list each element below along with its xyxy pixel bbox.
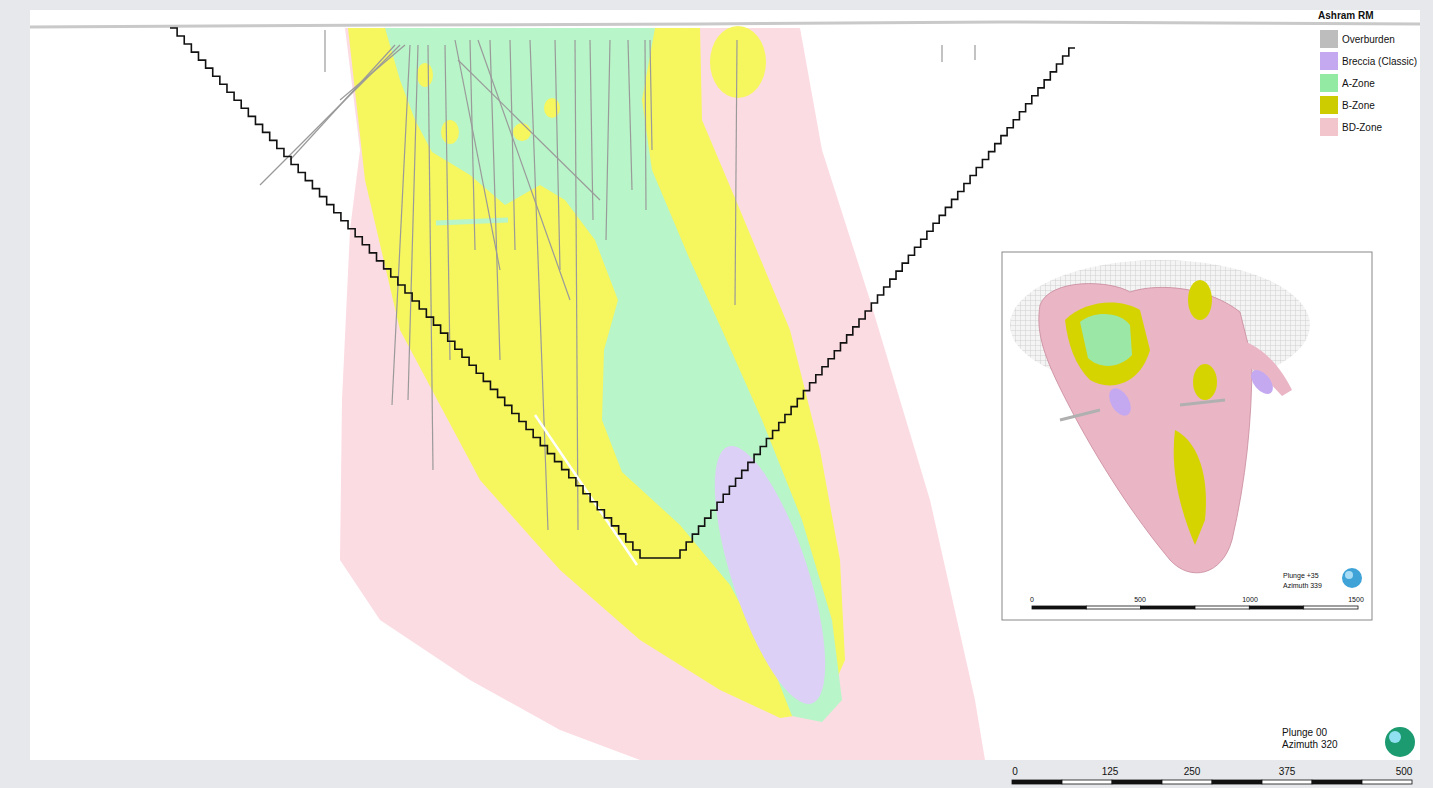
scale-segment <box>1062 780 1112 784</box>
b-zone <box>417 63 433 87</box>
view-azimuth: Azimuth 320 <box>1282 739 1338 750</box>
b-zone <box>544 98 560 118</box>
legend-swatch <box>1320 74 1338 92</box>
view-plunge: Plunge 00 <box>1282 727 1327 738</box>
scale-number: 0 <box>1012 766 1018 777</box>
drill-hole <box>535 415 637 565</box>
scale-segment <box>1012 780 1062 784</box>
scale-segment <box>1249 606 1303 609</box>
scale-segment <box>1304 606 1358 609</box>
scale-segment <box>1032 606 1086 609</box>
b-zone <box>513 123 531 141</box>
scale-number: 1000 <box>1242 596 1258 604</box>
view-plunge: Plunge +35 <box>1283 572 1319 580</box>
scale-segment <box>1141 606 1195 609</box>
legend-swatch <box>1320 96 1338 114</box>
scale-segment <box>1262 780 1312 784</box>
legend-swatch <box>1320 52 1338 70</box>
scale-segment <box>1212 780 1262 784</box>
view-azimuth: Azimuth 339 <box>1283 582 1322 590</box>
scale-segment <box>1362 780 1412 784</box>
breccia <box>692 435 848 715</box>
b-zone <box>710 26 766 98</box>
scale-number: 500 <box>1396 766 1413 777</box>
legend-text: A-Zone <box>1342 78 1375 89</box>
scale-number: 1500 <box>1348 596 1364 604</box>
scale-number: 500 <box>1134 596 1146 604</box>
a-zone <box>436 220 508 223</box>
scale-number: 375 <box>1279 766 1296 777</box>
scale-number: 125 <box>1102 766 1119 777</box>
legend-text: Overburden <box>1342 34 1395 45</box>
scale-segment <box>1162 780 1212 784</box>
scale-segment <box>1086 606 1140 609</box>
scale-number: 0 <box>1030 596 1034 604</box>
orientation-globe <box>1385 727 1415 757</box>
legend-swatch <box>1320 30 1338 48</box>
legend-text: Breccia (Classic) <box>1342 56 1417 67</box>
pit-shell <box>170 28 1075 558</box>
scale-number: 250 <box>1184 766 1201 777</box>
legend-swatch <box>1320 118 1338 136</box>
legend-text: BD-Zone <box>1342 122 1382 133</box>
ground-surface <box>30 22 1420 27</box>
legend-title: Ashram RM <box>1318 10 1374 21</box>
scale-segment <box>1112 780 1162 784</box>
scale-bar <box>1012 780 1412 784</box>
legend-text: B-Zone <box>1342 100 1375 111</box>
b-zone <box>441 120 459 144</box>
scale-segment <box>1312 780 1362 784</box>
bd-zone <box>340 28 985 760</box>
orientation-globe <box>1389 731 1401 743</box>
panel <box>30 10 1420 760</box>
drill-holes <box>260 30 975 530</box>
scale-segment <box>1195 606 1249 609</box>
inset-3d-view <box>1002 252 1372 620</box>
